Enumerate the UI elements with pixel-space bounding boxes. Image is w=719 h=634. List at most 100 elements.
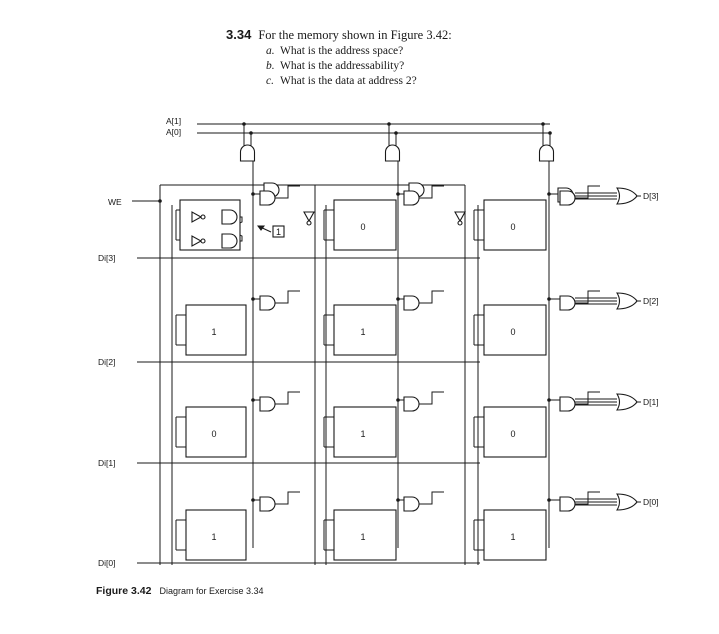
latch-buffer-gate: [191, 235, 203, 247]
decoder-and-gate: [384, 144, 401, 162]
read-and-gate: [559, 396, 576, 412]
address-label: A[1]: [166, 116, 181, 126]
memory-cell-value: 0: [510, 222, 515, 232]
wire: [275, 185, 300, 199]
junction-dot: [251, 297, 255, 301]
part-text: What is the data at address 2?: [280, 75, 417, 87]
memory-cell-value: 1: [211, 327, 216, 337]
wire: [419, 491, 444, 505]
latch-nand-gate: [221, 209, 238, 225]
data-input-label: Di[3]: [98, 253, 115, 263]
wire: [575, 185, 600, 199]
part-letter: b.: [266, 60, 275, 72]
read-and-gate: [403, 396, 420, 412]
figure-label: Figure 3.42: [96, 585, 152, 597]
junction-dot: [547, 192, 551, 196]
circuit-components: [179, 144, 638, 561]
write-enable-label: WE: [108, 197, 122, 207]
memory-cell: [185, 304, 247, 356]
junction-dot: [394, 131, 398, 135]
memory-cell: [483, 509, 547, 561]
memory-cell-value: 1: [360, 327, 365, 337]
read-and-gate: [259, 190, 276, 206]
inverter-bubble: [306, 220, 312, 226]
junction-dot: [396, 192, 400, 196]
junction-dot: [547, 398, 551, 402]
memory-cell: [185, 509, 247, 561]
output-or-gate: [616, 393, 638, 411]
junction-dot: [547, 498, 551, 502]
wire: [275, 290, 300, 304]
output-or-gate: [616, 187, 638, 205]
exercise-heading: 3.34 For the memory shown in Figure 3.42:: [226, 27, 452, 43]
wire: [275, 391, 300, 405]
wire: [575, 491, 600, 505]
exercise-number: 3.34: [226, 27, 252, 42]
memory-cell-value: 0: [360, 222, 365, 232]
latch-nand-gate: [221, 233, 238, 249]
data-input-label: Di[1]: [98, 458, 115, 468]
memory-cell-value: 0: [510, 327, 515, 337]
exercise-part-b: b. What is the addressability?: [266, 59, 404, 74]
read-and-gate: [403, 295, 420, 311]
junction-dot: [249, 131, 253, 135]
junction-dot: [547, 297, 551, 301]
read-and-gate: [403, 190, 420, 206]
figure-caption-text: Diagram for Exercise 3.34: [159, 586, 264, 596]
data-output-label: D[2]: [643, 296, 659, 306]
data-output-label: D[3]: [643, 191, 659, 201]
callout-number: 1: [276, 227, 281, 237]
memory-cell: [333, 199, 397, 251]
wire: [575, 290, 600, 304]
memory-cell: [185, 406, 247, 458]
memory-cell-value: 1: [211, 532, 216, 542]
junction-dot: [387, 122, 391, 126]
data-output-label: D[1]: [643, 397, 659, 407]
inverter-bubble: [457, 220, 463, 226]
part-text: What is the addressability?: [280, 60, 405, 72]
data-input-label: Di[2]: [98, 357, 115, 367]
part-letter: a.: [266, 45, 275, 57]
output-or-gate: [616, 292, 638, 310]
part-text: What is the address space?: [280, 45, 404, 57]
read-and-gate: [259, 396, 276, 412]
junction-dot: [548, 131, 552, 135]
read-and-gate: [559, 496, 576, 512]
decoder-and-gate: [538, 144, 555, 162]
address-label: A[0]: [166, 127, 181, 137]
memory-cell: [483, 199, 547, 251]
junction-dot: [396, 498, 400, 502]
output-or-gate: [616, 493, 638, 511]
exercise-prompt: For the memory shown in Figure 3.42:: [258, 28, 452, 42]
memory-cell: [333, 509, 397, 561]
junction-dot: [541, 122, 545, 126]
wire: [419, 185, 444, 199]
memory-cell-value: 1: [360, 532, 365, 542]
latch-bubble: [200, 238, 206, 244]
inverter-gate: [454, 211, 466, 223]
junction-dot: [396, 297, 400, 301]
wire: [419, 391, 444, 405]
callout-arrowhead: [257, 225, 265, 231]
wire: [275, 491, 300, 505]
memory-cell-value: 0: [510, 429, 515, 439]
inverter-gate: [303, 211, 315, 223]
junction-dot: [396, 398, 400, 402]
junction-dot: [251, 192, 255, 196]
data-output-label: D[0]: [643, 497, 659, 507]
part-letter: c.: [266, 75, 274, 87]
junction-dot: [251, 398, 255, 402]
read-and-gate: [259, 496, 276, 512]
latch-bubble: [200, 214, 206, 220]
junction-dot: [251, 498, 255, 502]
memory-cell: [483, 304, 547, 356]
memory-cell-value: 1: [360, 429, 365, 439]
exercise-block: 3.34 For the memory shown in Figure 3.42:…: [226, 27, 452, 87]
wire: [575, 391, 600, 405]
figure-caption: Figure 3.42 Diagram for Exercise 3.34: [96, 581, 264, 599]
exercise-part-c: c. What is the data at address 2?: [266, 74, 417, 89]
read-and-gate: [403, 496, 420, 512]
read-and-gate: [559, 190, 576, 206]
